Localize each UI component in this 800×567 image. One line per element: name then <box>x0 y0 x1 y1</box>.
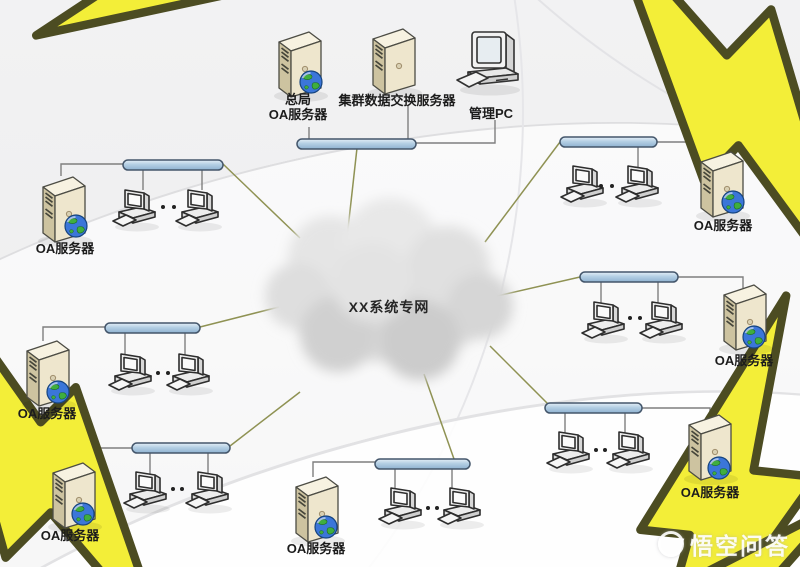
network-bus-bar <box>559 136 658 148</box>
workstation-icon <box>639 301 687 345</box>
watermark-text: 悟空问答 <box>690 533 790 559</box>
oa-server-label-top-right: OA服务器 <box>693 218 753 233</box>
network-bus-bar <box>544 402 643 414</box>
workstation-icon <box>606 431 654 475</box>
workstation-icon <box>437 487 485 531</box>
globe-icon <box>64 214 88 238</box>
oa-server-label-bottom-right: OA服务器 <box>680 485 740 500</box>
oa-server-label-bottom-center: OA服务器 <box>286 541 346 556</box>
management-pc-label: 管理PC <box>468 106 514 121</box>
network-bus-bar <box>122 159 224 171</box>
hq-oa-server-label-line2: OA服务器 <box>268 107 328 122</box>
network-bus-bar <box>579 271 679 283</box>
workstation-icon <box>615 165 663 209</box>
network-bus-bar <box>104 322 201 334</box>
globe-icon <box>742 325 766 349</box>
oa-server-label-top-left: OA服务器 <box>35 241 95 256</box>
server-tower-icon <box>290 476 346 548</box>
globe-icon <box>314 515 338 539</box>
workstation-icon <box>185 471 233 515</box>
workstation-icon <box>108 353 156 397</box>
exchange-server-label: 集群数据交换服务器 <box>338 93 456 108</box>
workstation-icon <box>166 353 214 397</box>
workstation-icon <box>378 487 426 531</box>
globe-icon <box>721 190 745 214</box>
oa-server-label-bottom-left: OA服务器 <box>40 528 100 543</box>
globe-icon <box>46 380 70 404</box>
watermark: 悟空问答 <box>658 527 790 561</box>
cloud-label: XX系统专网 <box>348 299 430 315</box>
network-bus-bar <box>374 458 471 470</box>
globe-icon <box>707 456 731 480</box>
hq-oa-server-label-line1: 总局 <box>284 92 312 107</box>
globe-icon <box>299 70 323 94</box>
workstation-icon <box>175 189 223 233</box>
network-bus-bar <box>131 442 231 454</box>
server-tower-icon <box>37 176 93 248</box>
oa-server-label-mid-right: OA服务器 <box>714 353 774 368</box>
workstation-icon <box>123 471 171 515</box>
network-bus-bar <box>296 138 417 150</box>
workstation-icon <box>112 189 160 233</box>
server-tower-icon <box>367 28 423 100</box>
server-tower-icon <box>695 151 751 223</box>
desktop-pc-icon <box>456 31 521 97</box>
bus-bars <box>104 136 679 470</box>
workstation-icon <box>546 431 594 475</box>
network-cloud <box>265 198 513 380</box>
oa-server-label-mid-left: OA服务器 <box>17 406 77 421</box>
wukong-logo-icon <box>658 531 684 557</box>
ellipsis-dots <box>156 184 642 510</box>
workstation-icon <box>581 301 629 345</box>
hq-oa-server-label: 总局 OA服务器 <box>269 92 328 122</box>
globe-icon <box>71 502 95 526</box>
